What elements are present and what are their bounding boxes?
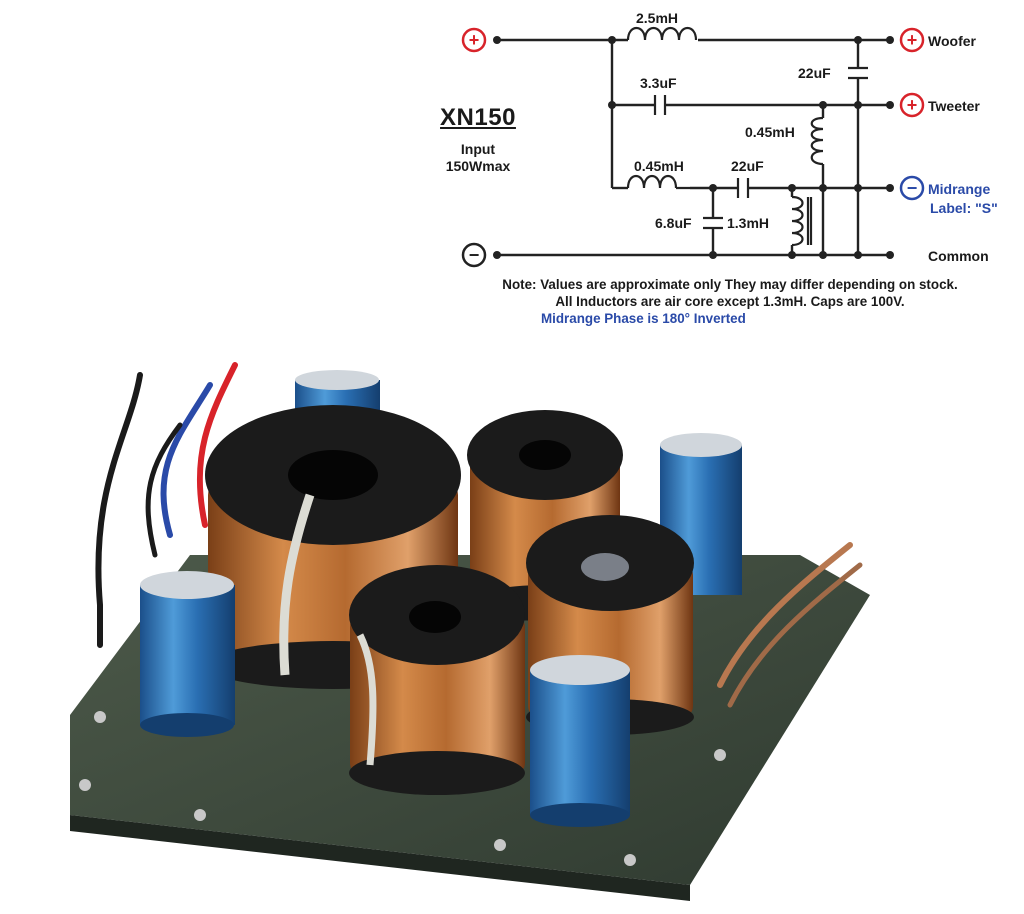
model-title: XN150	[440, 104, 516, 131]
midrange-negative-terminal: −	[899, 175, 925, 201]
label-midrange-tag: Label: "S"	[930, 200, 998, 216]
minus-icon: −	[907, 178, 918, 198]
label-c-woofer-shunt: 22uF	[798, 65, 831, 81]
label-l-mid-series: 0.45mH	[634, 158, 684, 174]
label-midrange: Midrange	[928, 181, 990, 197]
capacitor-woofer-shunt	[848, 66, 868, 80]
inductor-tweeter-shunt	[810, 116, 824, 166]
plus-icon: +	[469, 30, 480, 50]
woofer-positive-terminal: +	[899, 27, 925, 53]
inductor-mid-series	[626, 174, 690, 190]
input-label: Input	[460, 141, 496, 157]
label-tweeter: Tweeter	[928, 98, 980, 114]
lead-wires	[95, 362, 863, 708]
crossover-schematic: 2.5mH 3.3uF 22uF 0.45mH 0.45mH 22uF 6.8u…	[461, 10, 998, 268]
power-rating: 150Wmax	[445, 158, 511, 174]
label-l-mid-shunt: 1.3mH	[727, 215, 769, 231]
label-c-mid-shunt: 6.8uF	[655, 215, 692, 231]
label-l-tweeter-shunt: 0.45mH	[745, 124, 795, 140]
junction-dots	[493, 36, 894, 259]
note-line-2: All Inductors are air core except 1.3mH.…	[555, 294, 905, 309]
label-woofer: Woofer	[928, 33, 977, 49]
input-negative-terminal: −	[461, 242, 487, 268]
label-l-woofer: 2.5mH	[636, 10, 678, 26]
capacitor-tweeter-series	[653, 95, 667, 115]
plus-icon: +	[907, 30, 918, 50]
note-line-3: Midrange Phase is 180° Inverted	[541, 311, 746, 326]
inductor-front-small	[349, 565, 525, 795]
input-positive-terminal: +	[461, 27, 487, 53]
tweeter-positive-terminal: +	[899, 92, 925, 118]
capacitor-mid-series	[736, 178, 750, 198]
inductor-mid-shunt	[791, 195, 813, 247]
inductor-woofer-series	[626, 26, 698, 41]
model-rating: Input 150Wmax	[418, 141, 538, 175]
capacitor-front-left	[140, 571, 235, 737]
capacitor-front-right	[530, 655, 630, 827]
label-common: Common	[928, 248, 989, 264]
notes-block: Note: Values are approximate only They m…	[440, 276, 1020, 327]
label-c-tweeter: 3.3uF	[640, 75, 677, 91]
crossover-board-photo	[70, 362, 870, 901]
label-c-mid-series: 22uF	[731, 158, 764, 174]
note-line-1: Note: Values are approximate only They m…	[502, 277, 958, 292]
capacitor-mid-shunt	[703, 216, 723, 230]
plus-icon: +	[907, 95, 918, 115]
model-block: XN150 Input 150Wmax	[418, 104, 538, 175]
wiring	[497, 38, 890, 257]
minus-icon: −	[469, 245, 480, 265]
